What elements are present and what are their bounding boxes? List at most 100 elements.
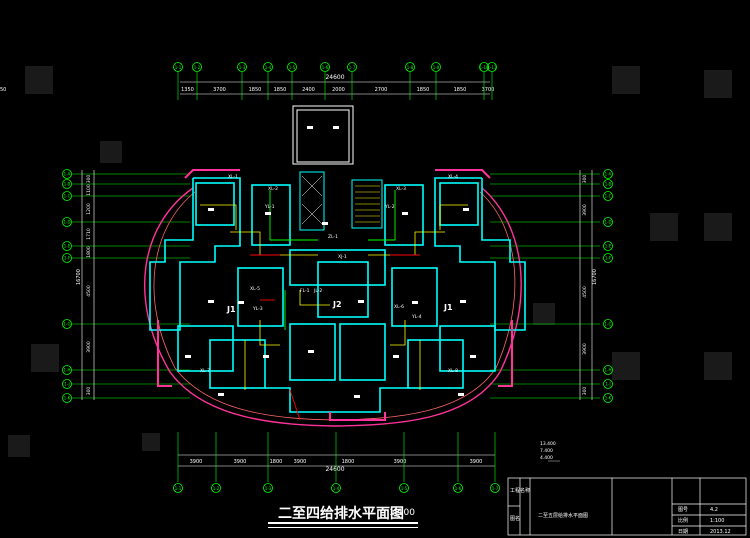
dim-label: 3900 bbox=[234, 459, 247, 465]
room-labels: J1 J2 J1 bbox=[226, 300, 453, 314]
dim-label: 3900 bbox=[394, 459, 407, 465]
axis-bubble: 1-4 bbox=[263, 62, 273, 100]
title-underline bbox=[268, 522, 418, 528]
bottom-total-dim: 24600 bbox=[325, 466, 344, 473]
title-block bbox=[507, 477, 747, 536]
svg-text:1-D: 1-D bbox=[63, 220, 70, 225]
riser-labels: XL-1 XL-2 XL-3 XL-4 XL-5 XL-6 XL-7 XL-8 … bbox=[200, 174, 458, 374]
riser-label: YL-3 bbox=[252, 306, 263, 312]
axis-bubble: 1-2 bbox=[211, 432, 221, 493]
balcony-edges bbox=[157, 169, 513, 421]
dim-label: 1800 bbox=[342, 459, 355, 465]
svg-text:1-G: 1-G bbox=[604, 322, 611, 327]
axis-bubble: 1-K bbox=[62, 393, 190, 403]
fixtures bbox=[185, 126, 476, 398]
dim-label: 1850 bbox=[274, 87, 287, 93]
svg-text:1-B: 1-B bbox=[64, 182, 71, 187]
riser-label: XL-8 bbox=[448, 368, 458, 374]
svg-text:二至五层给排水平面图: 二至五层给排水平面图 bbox=[538, 512, 588, 519]
axis-bubble: 1-A bbox=[490, 169, 613, 179]
axis-bubble: 1-H bbox=[490, 365, 613, 375]
riser-label: XL-4 bbox=[448, 174, 458, 180]
svg-text:1-6: 1-6 bbox=[455, 486, 462, 491]
dim-label: 1350 bbox=[0, 87, 6, 93]
svg-text:1-8: 1-8 bbox=[407, 65, 414, 70]
axis-bubble: 1-J bbox=[62, 379, 190, 389]
axis-bubble: 1-C bbox=[490, 191, 613, 201]
axis-bubble: 1-G bbox=[62, 319, 190, 329]
room-label-left: J1 bbox=[226, 305, 236, 314]
svg-text:1-J: 1-J bbox=[605, 382, 610, 387]
riser-label: XL-1 bbox=[228, 174, 238, 180]
axis-bubble: 1-C bbox=[62, 191, 190, 201]
axis-bubble: 1-2 bbox=[192, 62, 202, 100]
svg-text:1-5: 1-5 bbox=[289, 65, 296, 70]
riser-label: XL-2 bbox=[268, 186, 278, 192]
right-axis-group: 1-A1-B1-C1-D1-E1-F1-G1-H1-J1-K1670030039… bbox=[490, 169, 613, 403]
dim-label: 3900 bbox=[86, 341, 92, 353]
dim-label: 3900 bbox=[294, 459, 307, 465]
dim-label: 1200 bbox=[86, 203, 92, 215]
svg-text:1-4: 1-4 bbox=[333, 486, 340, 491]
svg-text:1-F: 1-F bbox=[605, 256, 612, 261]
svg-text:1-A: 1-A bbox=[64, 172, 71, 177]
axis-bubble: 1-11 bbox=[487, 62, 497, 100]
svg-text:1-A: 1-A bbox=[605, 172, 612, 177]
axis-bubble: 1-E bbox=[62, 241, 190, 251]
dim-label: 1850 bbox=[249, 87, 262, 93]
axis-bubble: 1-5 bbox=[399, 432, 409, 493]
axis-bubble: 1-5 bbox=[287, 62, 297, 100]
svg-text:1-4: 1-4 bbox=[265, 65, 272, 70]
right-total-dim: 16700 bbox=[592, 269, 598, 285]
svg-text:13.400: 13.400 bbox=[540, 441, 556, 447]
axis-bubble: 1-8 bbox=[405, 62, 415, 100]
svg-text:1-C: 1-C bbox=[64, 194, 71, 199]
dim-label: 2000 bbox=[332, 87, 345, 93]
dim-label: 1800 bbox=[86, 246, 92, 258]
axis-bubble: 1-10 bbox=[479, 62, 489, 100]
axis-bubble: 1-7 bbox=[490, 432, 500, 493]
svg-text:1-3: 1-3 bbox=[265, 486, 272, 491]
axis-bubble: 1-3 bbox=[263, 432, 273, 493]
walls bbox=[149, 177, 526, 413]
dim-label: 1850 bbox=[417, 87, 430, 93]
axis-bubble: 1-9 bbox=[431, 62, 441, 100]
riser-label: YL-2 bbox=[384, 204, 395, 210]
left-total-dim: 16700 bbox=[76, 269, 82, 285]
drain-pipes bbox=[250, 254, 420, 421]
axis-bubble: 1-K bbox=[490, 393, 613, 403]
riser-label: XL-3 bbox=[396, 186, 406, 192]
axis-bubble: 1-D bbox=[62, 217, 190, 227]
dim-label: 1710 bbox=[86, 228, 92, 240]
svg-text:1-H: 1-H bbox=[605, 368, 612, 373]
elevation-notes: 13.400 7.400 4.400 bbox=[540, 441, 560, 462]
riser-label: XL-6 bbox=[394, 304, 404, 310]
svg-text:1-2: 1-2 bbox=[194, 65, 201, 70]
dim-label: 4500 bbox=[582, 286, 588, 298]
dim-label: 3900 bbox=[582, 343, 588, 355]
svg-text:1-K: 1-K bbox=[64, 396, 71, 401]
title-block-text: 工程名称 图名 二至五层给排水平面图 图号 4.2 比例 1:100 日期 20… bbox=[510, 487, 731, 535]
svg-text:日期: 日期 bbox=[678, 529, 688, 535]
svg-text:1-3: 1-3 bbox=[239, 65, 246, 70]
axis-bubble: 1-G bbox=[490, 319, 613, 329]
dim-label: 2400 bbox=[302, 87, 315, 93]
svg-text:1-H: 1-H bbox=[64, 368, 71, 373]
riser-label: FL-1 bbox=[300, 288, 310, 294]
svg-text:4.400: 4.400 bbox=[540, 455, 553, 461]
svg-text:工程名称: 工程名称 bbox=[510, 487, 530, 494]
axis-bubble: 1-H bbox=[62, 365, 190, 375]
svg-text:1-6: 1-6 bbox=[322, 65, 329, 70]
svg-text:2013.12: 2013.12 bbox=[710, 529, 731, 535]
axis-bubble: 1-B bbox=[490, 179, 613, 189]
watermark-layer bbox=[8, 66, 732, 457]
svg-text:图名: 图名 bbox=[510, 515, 520, 522]
dim-label: 3900 bbox=[582, 204, 588, 216]
riser-label: YL-1 bbox=[264, 204, 275, 210]
